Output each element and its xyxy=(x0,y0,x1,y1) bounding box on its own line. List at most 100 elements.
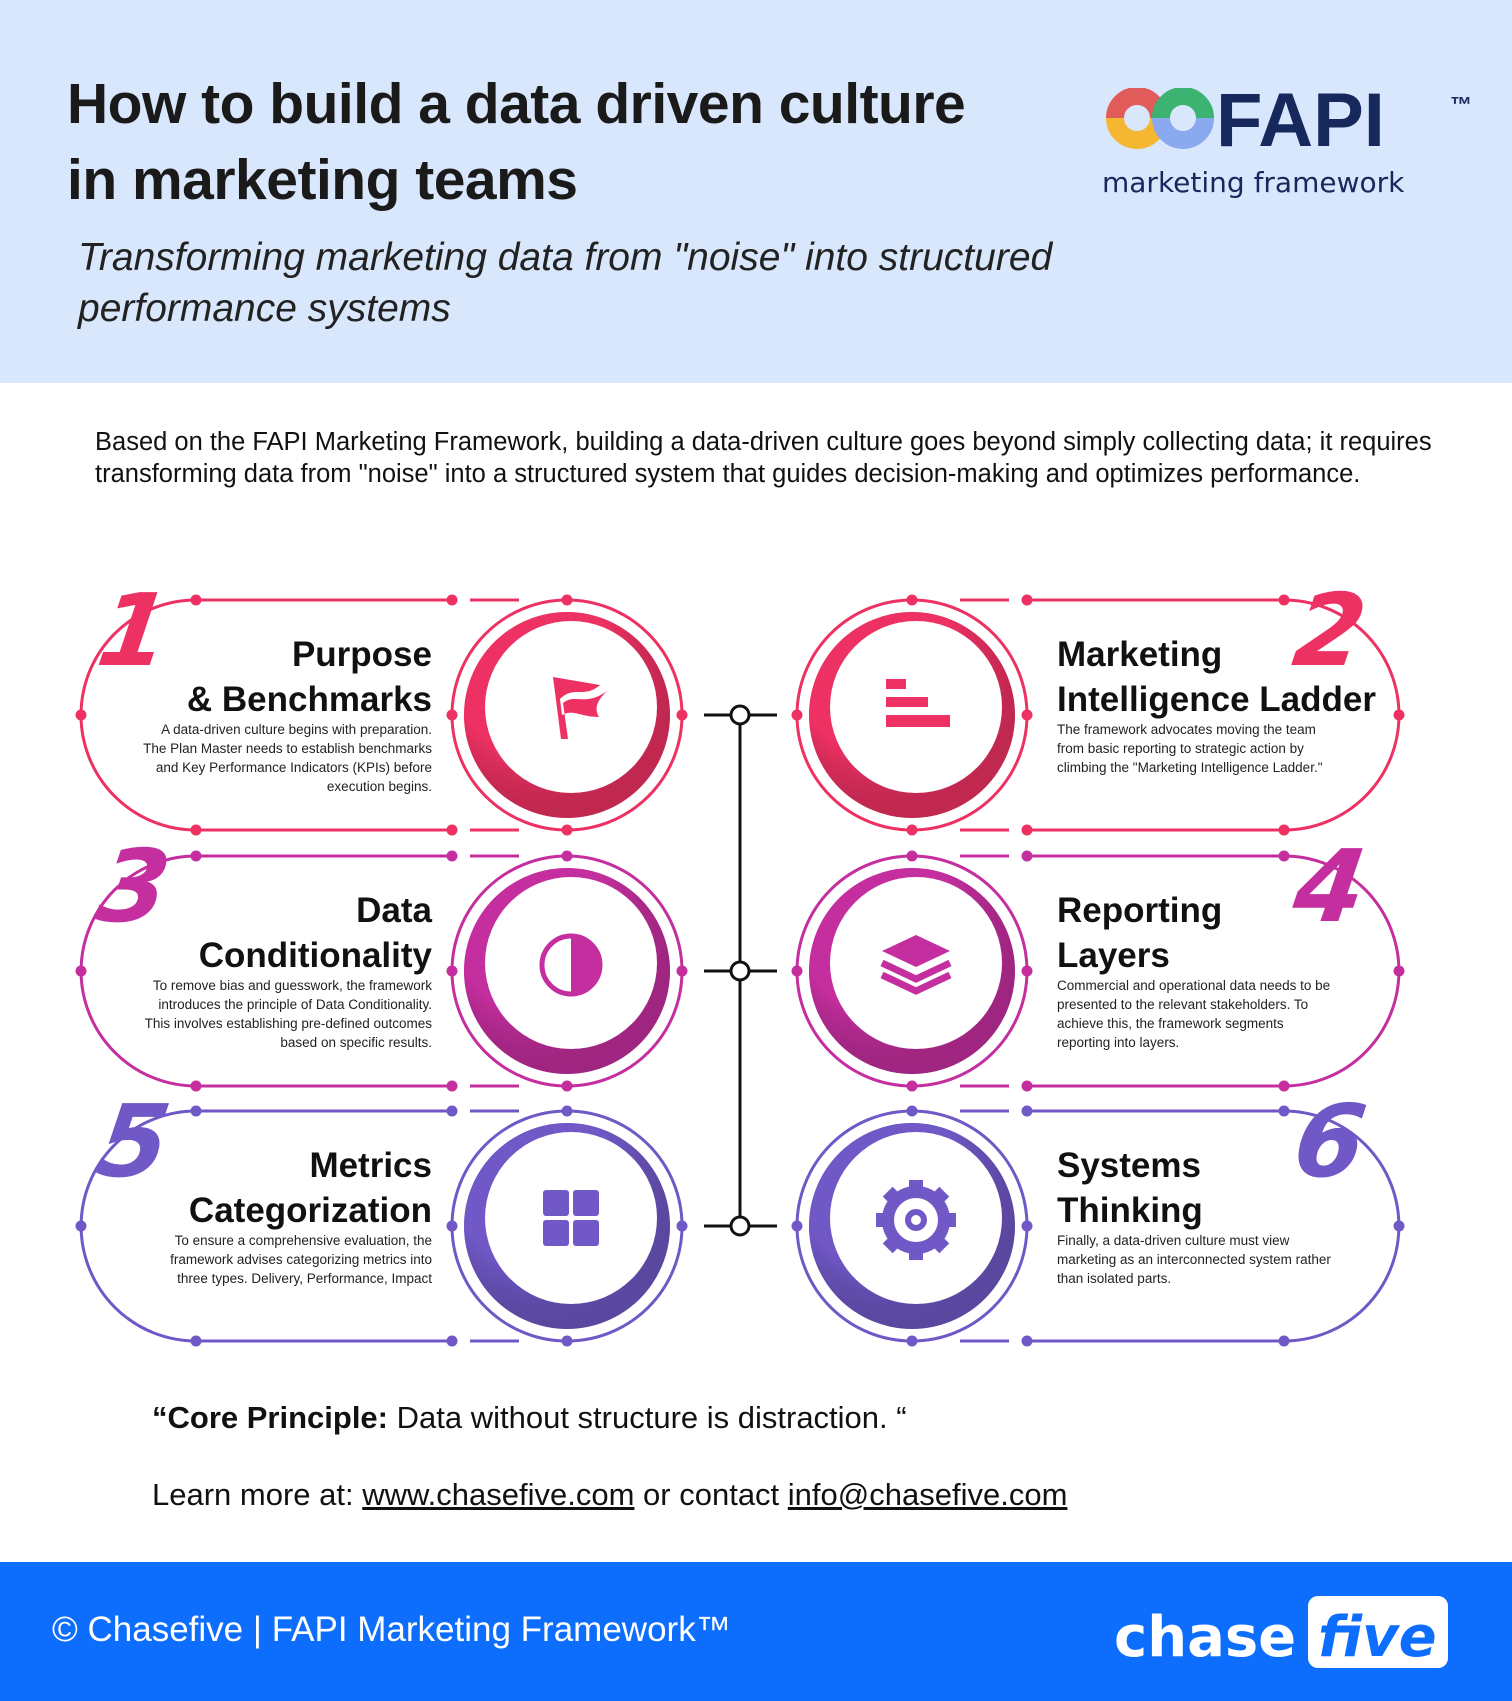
step-number: 5 xyxy=(91,1083,177,1199)
half-circle-icon xyxy=(539,933,603,997)
card-dot xyxy=(1021,824,1033,836)
step-description-line: Finally, a data-driven culture must view xyxy=(1057,1233,1290,1248)
subtitle-line: performance systems xyxy=(78,287,451,330)
step-description-line: marketing as an interconnected system ra… xyxy=(1057,1252,1331,1267)
card-dot xyxy=(791,709,803,721)
logo-text-chase: chase xyxy=(1114,1605,1296,1670)
infinity-logo-icon xyxy=(1106,88,1214,149)
card-dot xyxy=(1021,850,1033,862)
card-dot xyxy=(906,594,918,606)
core-principle-text: Data without structure is distraction. “ xyxy=(388,1400,907,1435)
core-principle: “Core Principle: Data without structure … xyxy=(152,1400,907,1436)
step-description-line: To remove bias and guesswork, the framew… xyxy=(153,978,432,993)
step-description-line: climbing the "Marketing Intelligence Lad… xyxy=(1057,760,1323,775)
page-title: How to build a data driven culture in mar… xyxy=(67,66,966,218)
card-dot xyxy=(1393,1220,1405,1232)
step-title: Systems xyxy=(1057,1146,1201,1185)
card-dot xyxy=(190,594,202,606)
ladder-bars-icon xyxy=(886,679,950,727)
flag-icon xyxy=(553,677,607,739)
fapi-logo: FAPI ™ marketing framework xyxy=(1102,88,1472,199)
website-link[interactable]: www.chasefive.com xyxy=(362,1477,635,1512)
learn-middle: or contact xyxy=(634,1477,788,1512)
card-dot xyxy=(1021,594,1033,606)
step-title: Categorization xyxy=(189,1191,432,1230)
card-dot xyxy=(190,850,202,862)
card-dot xyxy=(190,1335,202,1347)
card-dot xyxy=(446,850,458,862)
card-dot xyxy=(906,824,918,836)
card-dot xyxy=(676,965,688,977)
card-dot xyxy=(561,594,573,606)
card-dot xyxy=(561,1105,573,1117)
step-description-line: framework advises categorizing metrics i… xyxy=(170,1252,432,1267)
card-dot xyxy=(190,824,202,836)
card-dot xyxy=(561,824,573,836)
step-description-line: presented to the relevant stakeholders. … xyxy=(1057,997,1308,1012)
step-title: Purpose xyxy=(292,635,432,674)
card-dot xyxy=(190,1080,202,1092)
header-banner: How to build a data driven culture in mar… xyxy=(0,0,1512,383)
intro-paragraph: Based on the FAPI Marketing Framework, b… xyxy=(95,428,1432,488)
logo-tagline: marketing framework xyxy=(1102,166,1405,199)
card-dot xyxy=(1278,1080,1290,1092)
card-dot xyxy=(190,1105,202,1117)
step-description-line: To ensure a comprehensive evaluation, th… xyxy=(175,1233,432,1248)
card-dot xyxy=(446,1220,458,1232)
card-dot xyxy=(446,824,458,836)
step-description-line: from basic reporting to strategic action… xyxy=(1057,741,1304,756)
card-dot xyxy=(906,1080,918,1092)
card-dot xyxy=(446,1335,458,1347)
step-title: Marketing xyxy=(1057,635,1222,674)
title-line: How to build a data driven culture xyxy=(67,72,966,136)
step-description-line: reporting into layers. xyxy=(1057,1035,1179,1050)
logo-trademark: ™ xyxy=(1450,92,1472,117)
subtitle-line: Transforming marketing data from "noise"… xyxy=(78,236,1053,279)
card-dot xyxy=(1278,594,1290,606)
chasefive-logo: chase five xyxy=(1114,1596,1448,1670)
card-dot xyxy=(446,965,458,977)
step-description-line: The framework advocates moving the team xyxy=(1057,722,1316,737)
card-dot xyxy=(1278,824,1290,836)
step-title: Metrics xyxy=(309,1146,432,1185)
grid-icon xyxy=(543,1190,599,1246)
step-description-line: three types. Delivery, Performance, Impa… xyxy=(177,1271,432,1286)
card-dot xyxy=(1021,1335,1033,1347)
card-dot xyxy=(906,850,918,862)
connector-node xyxy=(729,960,751,982)
card-dot xyxy=(75,965,87,977)
step-number: 6 xyxy=(1287,1083,1373,1199)
step-number: 3 xyxy=(91,828,177,944)
step-number: 2 xyxy=(1287,572,1373,688)
card-dot xyxy=(446,594,458,606)
icon-disc xyxy=(485,1132,657,1304)
card-dot xyxy=(75,1220,87,1232)
card-dot xyxy=(1021,1105,1033,1117)
title-line: in marketing teams xyxy=(67,148,578,212)
card-dot xyxy=(1021,1220,1033,1232)
icon-disc xyxy=(830,1132,1002,1304)
step-title: Reporting xyxy=(1057,891,1222,930)
core-principle-label: “Core Principle: xyxy=(152,1400,388,1435)
center-connector xyxy=(704,704,777,1237)
step-description-line: and Key Performance Indicators (KPIs) be… xyxy=(156,760,432,775)
card-dot xyxy=(906,1335,918,1347)
card-dot xyxy=(791,1220,803,1232)
card-dot xyxy=(1278,1335,1290,1347)
step-description-line: based on specific results. xyxy=(280,1035,432,1050)
step-number: 1 xyxy=(91,572,177,688)
card-dot xyxy=(446,709,458,721)
email-link[interactable]: info@chasefive.com xyxy=(787,1477,1068,1512)
card-dot xyxy=(676,1220,688,1232)
step-description-line: The Plan Master needs to establish bench… xyxy=(143,741,432,756)
connector-node xyxy=(729,704,751,726)
card-dot xyxy=(1393,965,1405,977)
step-description-line: achieve this, the framework segments xyxy=(1057,1016,1284,1031)
card-dot xyxy=(561,1080,573,1092)
card-dot xyxy=(1021,709,1033,721)
